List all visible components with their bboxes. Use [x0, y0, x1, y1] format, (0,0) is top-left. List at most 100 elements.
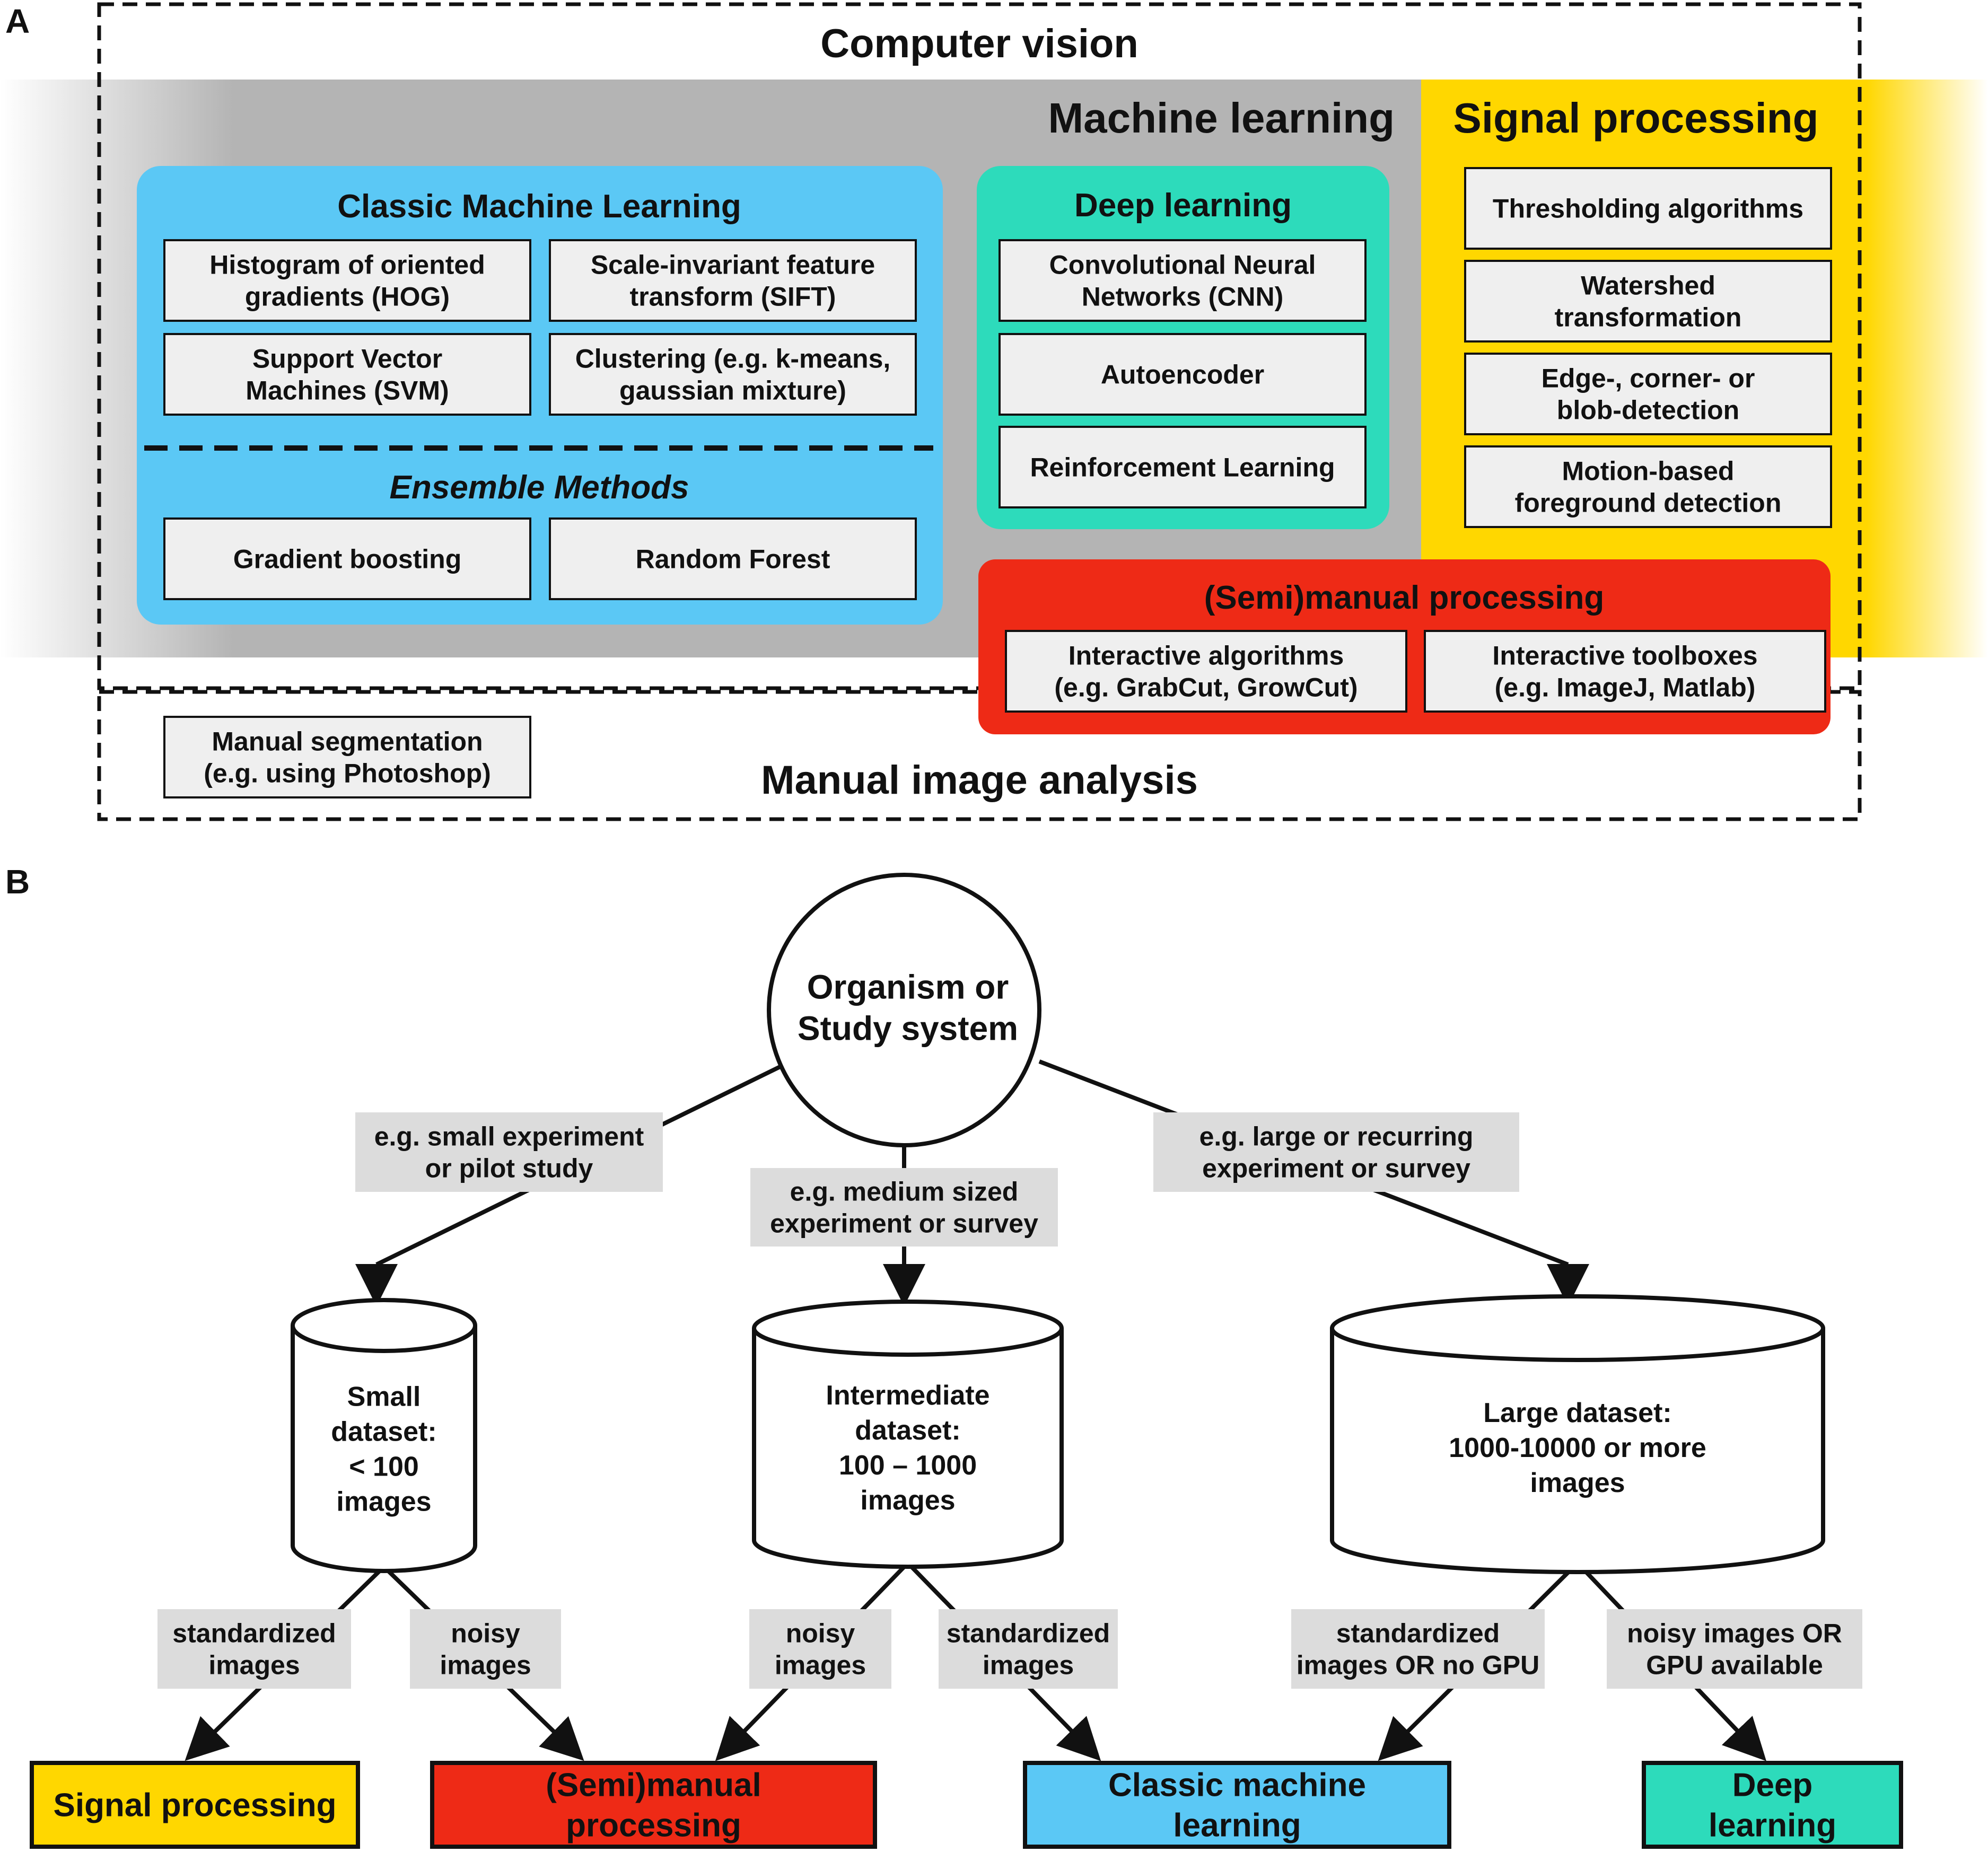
classic-ml-item-text: Machines (SVM): [246, 376, 449, 406]
semimanual-title: (Semi)manual processing: [1204, 580, 1605, 616]
ensemble-item-text: Random Forest: [636, 545, 830, 574]
edge-label-text: images: [775, 1651, 866, 1680]
edge-label-text: GPU available: [1646, 1651, 1823, 1680]
ensemble-item-box: [549, 517, 917, 600]
classic-ml-item-text: Histogram of oriented: [209, 250, 485, 280]
signal-processing-item-box: [1464, 260, 1832, 343]
signal-processing-item: Edge-, corner- or blob-detection: [1464, 353, 1832, 435]
panel-a-label: A: [5, 2, 30, 40]
edge-label: noisy images OR GPU available: [1607, 1609, 1862, 1689]
classic-ml-item-box: [549, 239, 917, 322]
dataset-text: 100 – 1000: [839, 1450, 977, 1481]
outcome-box-bg: [1642, 1761, 1903, 1849]
manual-analysis-title: Manual image analysis: [761, 758, 1198, 803]
panel-b-label: B: [5, 863, 30, 901]
outcome-text: processing: [566, 1807, 741, 1844]
manual-item-box: [163, 716, 531, 798]
signal-processing-item-text: Edge-, corner- or: [1542, 364, 1755, 393]
machine-learning-title: Machine learning: [1048, 94, 1395, 142]
dataset-cylinder: Large dataset: 1000-10000 or more images: [1330, 1294, 1825, 1574]
edge-label-text: noisy: [786, 1619, 855, 1648]
outcome-text: learning: [1709, 1807, 1836, 1844]
classic-ml-item-text: Clustering (e.g. k-means,: [575, 344, 891, 374]
classic-ml-item-text: gaussian mixture): [619, 376, 846, 406]
edge-labels: standardized images noisy images noisy images…: [157, 1609, 1862, 1689]
manual-item-text: Manual segmentation: [212, 727, 483, 757]
edge-label-text: images: [208, 1651, 300, 1680]
outcome-text: Deep: [1732, 1767, 1813, 1804]
study-system-text: Organism or: [807, 968, 1009, 1006]
condition-label-bg: [1153, 1112, 1519, 1192]
signal-processing-items: Thresholding algorithmsWatershedtransfor…: [1464, 167, 1832, 528]
outcome-box-bg: [30, 1761, 360, 1849]
condition-label-text: or pilot study: [425, 1154, 593, 1183]
edge-label: noisy images: [749, 1609, 891, 1689]
dataset-cylinder-body: [291, 1326, 477, 1573]
dataset-cylinder-top: [1330, 1294, 1825, 1362]
semimanual-item: Interactive algorithms(e.g. GrabCut, Gro…: [1005, 630, 1407, 713]
deep-learning-item-text: Reinforcement Learning: [1030, 453, 1335, 482]
edge-label-text: standardized: [947, 1619, 1110, 1648]
edge-label-text: standardized: [172, 1619, 336, 1648]
signal-processing-item-text: Motion-based: [1562, 457, 1735, 486]
deep-learning-item-box: [999, 239, 1367, 322]
outcome-text: learning: [1173, 1807, 1301, 1844]
study-system-node: [767, 873, 1041, 1147]
deep-learning-title: Deep learning: [1074, 187, 1292, 224]
condition-label-bg: [355, 1112, 663, 1192]
condition-label-text: experiment or survey: [770, 1209, 1038, 1239]
edge-label-text: noisy: [451, 1619, 520, 1648]
semimanual-item-box: [1424, 630, 1826, 713]
edge-label-text: images: [440, 1651, 531, 1680]
classic-ml-item-text: gradients (HOG): [245, 282, 450, 312]
manual-analysis-frame: [97, 690, 1862, 821]
edge-label-bg: [749, 1609, 891, 1689]
condition-label-text: experiment or survey: [1202, 1154, 1470, 1183]
dataset-text: images: [336, 1487, 431, 1517]
edge-label-text: noisy images OR: [1627, 1619, 1842, 1648]
semimanual-item: Interactive toolboxes(e.g. ImageJ, Matla…: [1424, 630, 1826, 713]
classic-ml-item-text: Scale-invariant feature: [591, 250, 875, 280]
dataset-text: 1000-10000 or more: [1449, 1433, 1706, 1463]
deep-learning-item-text: Convolutional Neural: [1049, 250, 1316, 280]
outcome-text: Signal processing: [53, 1787, 336, 1824]
classic-ml-item: Clustering (e.g. k-means,gaussian mixtur…: [549, 333, 917, 416]
semimanual-item-text: Interactive algorithms: [1069, 641, 1344, 671]
ensemble-item-text: Gradient boosting: [233, 545, 462, 574]
signal-processing-item-text: blob-detection: [1557, 396, 1739, 425]
outcome-boxes: Signal processing(Semi)manualprocessingC…: [30, 1761, 1903, 1849]
edge-label-bg: [939, 1609, 1118, 1689]
dataset-text: Large dataset:: [1483, 1398, 1671, 1428]
dataset-text: images: [1530, 1468, 1625, 1498]
dataset-text: Intermediate: [826, 1380, 989, 1411]
dataset-cylinder-body: [752, 1328, 1064, 1569]
outcome-box-bg: [1023, 1761, 1451, 1849]
edge-label-text: images OR no GPU: [1297, 1651, 1539, 1680]
semimanual-items: Interactive algorithms(e.g. GrabCut, Gro…: [1005, 630, 1826, 713]
signal-processing-item: Thresholding algorithms: [1464, 167, 1832, 250]
deep-learning-item: Autoencoder: [999, 333, 1367, 416]
dataset-text: images: [860, 1485, 955, 1516]
manual-item: Manual segmentation(e.g. using Photoshop…: [163, 716, 531, 798]
ensemble-item: Random Forest: [549, 517, 917, 600]
signal-processing-item-text: Watershed: [1581, 271, 1715, 301]
dataset-cylinder-body: [1330, 1328, 1825, 1574]
edge-label-bg: [1291, 1609, 1545, 1689]
dataset-cylinder-top: [752, 1300, 1064, 1357]
signal-processing-title: Signal processing: [1453, 94, 1818, 142]
signal-processing-item-box: [1464, 445, 1832, 528]
deep-learning-item-text: Networks (CNN): [1082, 282, 1284, 312]
